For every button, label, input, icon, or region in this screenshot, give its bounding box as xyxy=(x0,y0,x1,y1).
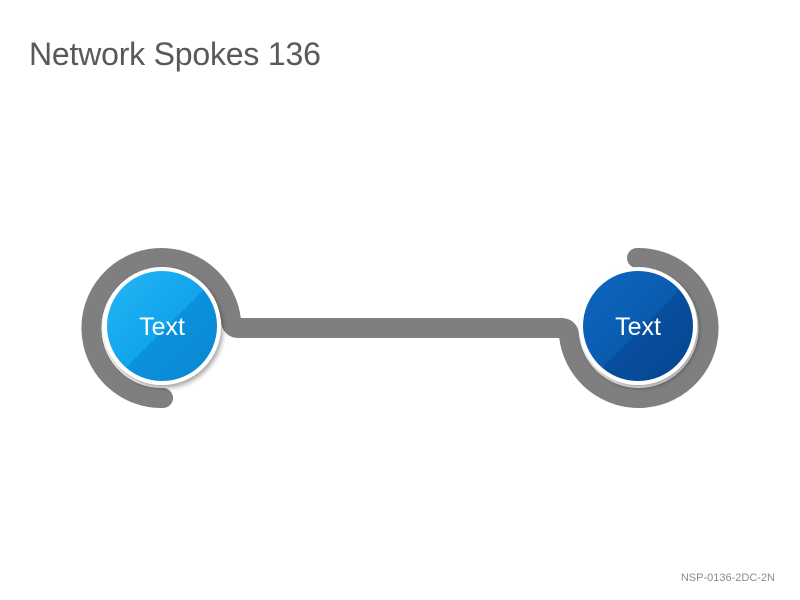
node-right-circle xyxy=(583,271,693,381)
slide-code: NSP-0136-2DC-2N xyxy=(680,572,775,584)
node-right-label: Text xyxy=(615,313,661,341)
connector-path xyxy=(81,247,719,409)
slide-title: Network Spokes 136 xyxy=(29,36,321,72)
node-left[interactable]: Text xyxy=(103,267,221,385)
node-left-circle xyxy=(107,271,217,381)
node-left-label: Text xyxy=(139,313,185,341)
node-right[interactable]: Text xyxy=(579,267,697,385)
